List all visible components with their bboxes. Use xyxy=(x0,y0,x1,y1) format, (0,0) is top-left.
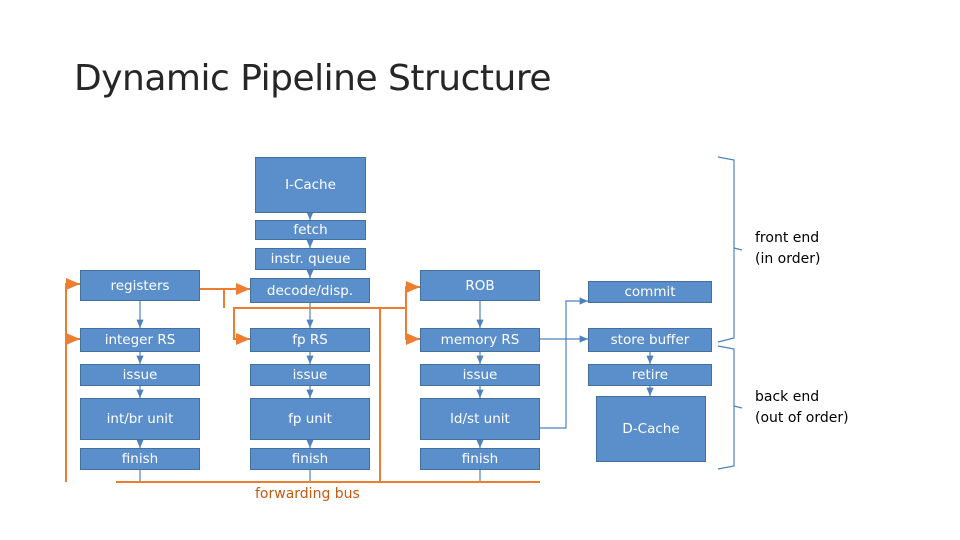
integer-rs-box: integer RS xyxy=(80,328,200,352)
store-buffer-box: store buffer xyxy=(588,328,712,352)
memory-rs-box: memory RS xyxy=(420,328,540,352)
front-end-line2: (in order) xyxy=(755,251,821,267)
front-end-label: front end (in order) xyxy=(755,228,820,270)
slide-title: Dynamic Pipeline Structure xyxy=(74,58,552,99)
decode-dispatch-box: decode/disp. xyxy=(250,278,370,303)
issue-box-mem: issue xyxy=(420,364,540,386)
issue-box-int: issue xyxy=(80,364,200,386)
instr-queue-box: instr. queue xyxy=(255,248,366,270)
fp-unit-box: fp unit xyxy=(250,398,370,440)
int-br-unit-box: int/br unit xyxy=(80,398,200,440)
back-end-label: back end (out of order) xyxy=(755,387,849,429)
commit-box: commit xyxy=(588,281,712,303)
forwarding-bus-label: forwarding bus xyxy=(255,486,360,502)
flow-arrows xyxy=(136,211,654,482)
issue-box-fp: issue xyxy=(250,364,370,386)
finish-box-fp: finish xyxy=(250,448,370,470)
fetch-box: fetch xyxy=(255,220,366,240)
fp-rs-box: fp RS xyxy=(250,328,370,352)
back-end-line1: back end xyxy=(755,389,820,405)
brace-lines xyxy=(717,156,743,470)
registers-box: registers xyxy=(80,270,200,301)
retire-box: retire xyxy=(588,364,712,386)
finish-box-mem: finish xyxy=(420,448,540,470)
icache-box: I-Cache xyxy=(255,157,366,213)
front-end-line1: front end xyxy=(755,230,820,246)
rob-box: ROB xyxy=(420,270,540,301)
d-cache-box: D-Cache xyxy=(596,396,706,462)
finish-box-int: finish xyxy=(80,448,200,470)
back-end-line2: (out of order) xyxy=(755,410,849,426)
forwarding-bus-lines xyxy=(65,278,540,483)
ld-st-unit-box: ld/st unit xyxy=(420,398,540,440)
